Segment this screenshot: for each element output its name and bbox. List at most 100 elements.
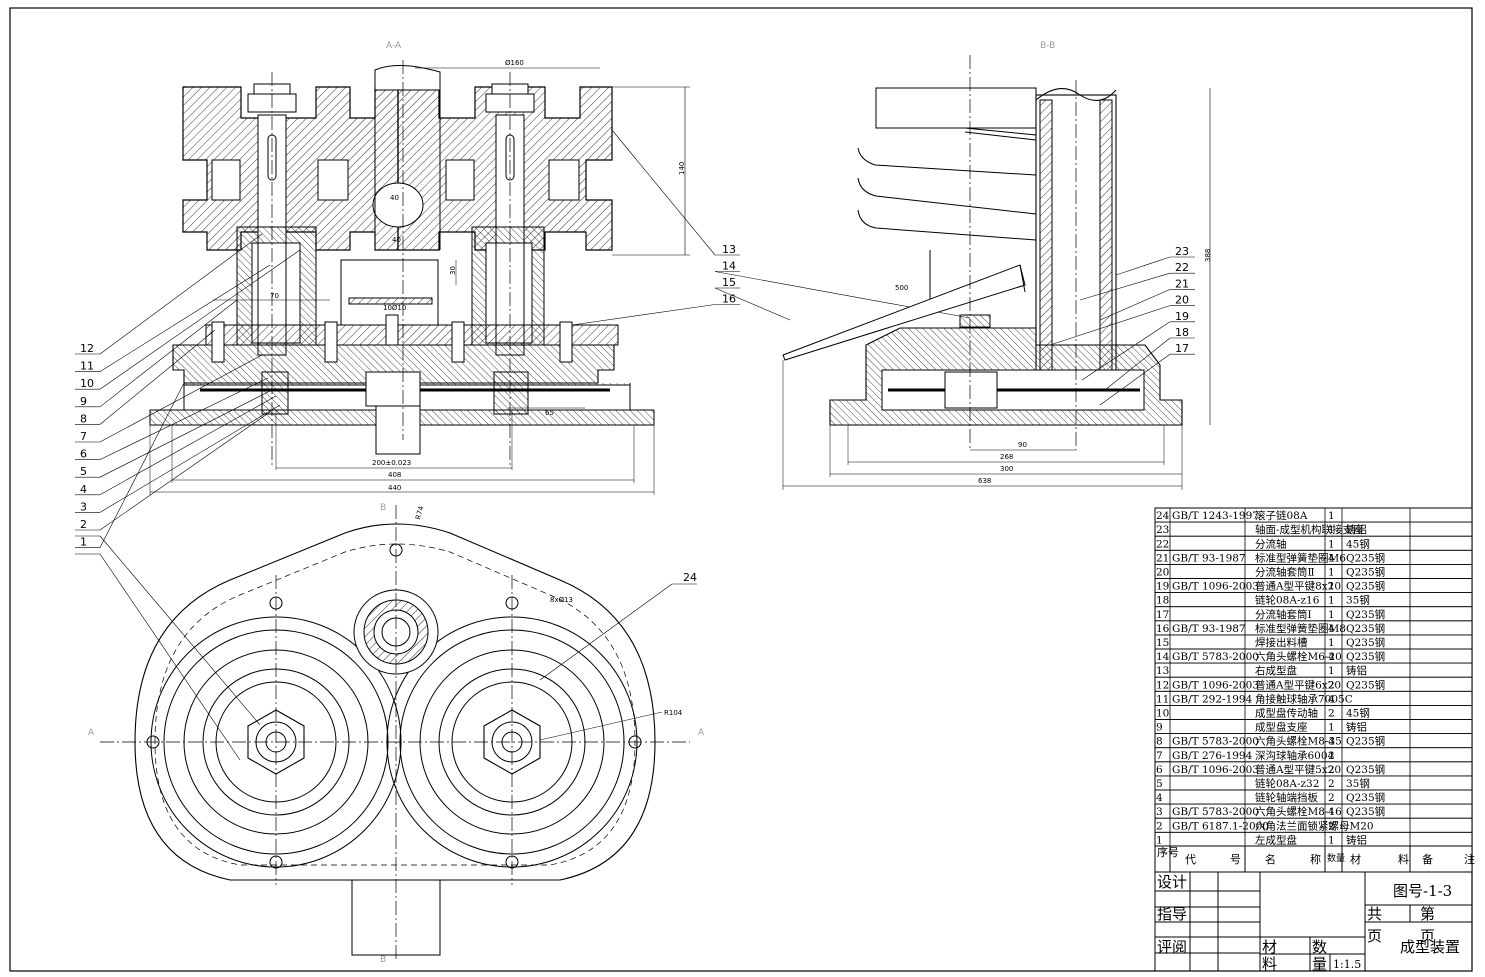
bom-cell-material: Q235钢 bbox=[1346, 566, 1385, 579]
leader-label: 2 bbox=[80, 518, 87, 531]
dim-638: 638 bbox=[978, 477, 991, 485]
bom-cell-no: 7 bbox=[1156, 750, 1163, 762]
bom-cell-name: 深沟球轴承6004 bbox=[1255, 749, 1335, 762]
title-design-label: 设计 bbox=[1157, 873, 1187, 891]
leader-label: 4 bbox=[80, 483, 87, 496]
bom-cell-name: 链轮08A-z16 bbox=[1255, 594, 1320, 607]
bom-cell-qty: 1 bbox=[1328, 567, 1335, 579]
bom-cell-qty: 2 bbox=[1328, 792, 1335, 804]
dim-40-top: 40 bbox=[390, 194, 399, 202]
leader-label: 17 bbox=[1175, 342, 1189, 355]
bom-cell-qty: 1 bbox=[1328, 524, 1335, 536]
bom-cell-name: 标准型弹簧垫圈M6 bbox=[1255, 551, 1346, 564]
section-marker-a-left: A bbox=[88, 728, 95, 738]
dim-268: 268 bbox=[1000, 453, 1013, 461]
leader-label: 15 bbox=[722, 276, 736, 289]
bom-cell-qty: 4 bbox=[1328, 736, 1335, 748]
bom-cell-qty: 1 bbox=[1328, 510, 1335, 522]
bom-cell-qty: 1 bbox=[1328, 637, 1335, 649]
bom-cell-qty: 4 bbox=[1328, 651, 1335, 663]
leader-line bbox=[1079, 272, 1171, 301]
bom-cell-no: 12 bbox=[1156, 679, 1169, 691]
bom-cell-name: 成型盘传动轴 bbox=[1255, 707, 1318, 720]
leader-label: 21 bbox=[1175, 277, 1189, 290]
leader-line bbox=[1099, 289, 1171, 321]
bom-cell-no: 13 bbox=[1156, 665, 1169, 677]
leader-line bbox=[99, 249, 301, 390]
bom-cell-material: 铸铝 bbox=[1346, 721, 1367, 734]
leader-label: 24 bbox=[683, 571, 697, 584]
dim-500: 500 bbox=[895, 284, 908, 292]
dim-phi160: Ø160 bbox=[505, 59, 524, 67]
dim-40-mid: 40 bbox=[392, 236, 401, 244]
leader-line bbox=[99, 535, 261, 726]
bom-cell-name: 普通A型平键5x20 bbox=[1255, 763, 1341, 776]
leader-label: 10 bbox=[80, 377, 94, 390]
bom-cell-qty: 1 bbox=[1328, 595, 1335, 607]
forming-plate-left bbox=[182, 86, 399, 251]
view-label-aa: A-A bbox=[386, 41, 402, 51]
bom-cell-name: 链轮08A-z32 bbox=[1255, 777, 1319, 790]
bom-cell-no: 22 bbox=[1156, 538, 1169, 550]
bom-cell-code: GB/T 1096-2003 bbox=[1172, 679, 1259, 691]
view-section-aa: A-A bbox=[75, 41, 971, 549]
title-page-b: 页 bbox=[1420, 927, 1435, 945]
dim-8x13: 8xØ13 bbox=[550, 596, 573, 604]
bom-cell-name: 普通A型平键8x20 bbox=[1255, 580, 1341, 593]
bom-cell-qty: 1 bbox=[1328, 834, 1335, 846]
leader-label: 13 bbox=[722, 243, 736, 256]
bom-cell-code: GB/T 1096-2003 bbox=[1172, 764, 1259, 776]
leader-line bbox=[1081, 321, 1171, 381]
leader-line bbox=[99, 553, 241, 761]
bom-cell-name: 滚子链08A bbox=[1255, 509, 1308, 522]
leader-line bbox=[99, 354, 263, 443]
bom-cell-no: 18 bbox=[1156, 595, 1169, 607]
bom-cell-qty: 4 bbox=[1328, 693, 1335, 705]
leader-line bbox=[99, 404, 281, 513]
section-marker-a-right: A bbox=[698, 728, 705, 738]
leader-label: 18 bbox=[1175, 326, 1189, 339]
bom-header-code-a: 代 bbox=[1185, 853, 1196, 866]
bom-cell-material: Q235钢 bbox=[1346, 551, 1385, 564]
dim-r104: R104 bbox=[664, 709, 683, 717]
bom-cell-code: GB/T 1096-2003 bbox=[1172, 581, 1259, 593]
section-marker-b-bottom: B bbox=[380, 955, 386, 965]
dim-388: 388 bbox=[1204, 249, 1212, 262]
bom-cell-no: 8 bbox=[1156, 736, 1163, 748]
dim-65: 65 bbox=[545, 409, 554, 417]
bom-cell-no: 23 bbox=[1156, 524, 1169, 536]
bom-cell-qty: 2 bbox=[1328, 708, 1335, 720]
bom-cell-no: 5 bbox=[1156, 778, 1163, 790]
plate-outline-bb bbox=[875, 87, 1037, 129]
center-hopper bbox=[340, 259, 439, 326]
title-qty-a: 数 bbox=[1312, 938, 1327, 956]
bom-cell-code: GB/T 6187.1-2000 bbox=[1172, 820, 1269, 832]
leader-label: 6 bbox=[80, 448, 87, 461]
bom-cell-name: 成型盘支座 bbox=[1255, 721, 1308, 734]
bom-header-code-b: 号 bbox=[1230, 853, 1241, 866]
bom-cell-name: 角接触球轴承7005C bbox=[1255, 692, 1353, 705]
title-material-a: 材 bbox=[1262, 938, 1277, 956]
bom-cell-name: 标准型弹簧垫圈M8 bbox=[1255, 622, 1346, 635]
discharge-chute bbox=[782, 264, 1026, 361]
dim-90: 90 bbox=[1018, 441, 1027, 449]
leader-line bbox=[99, 329, 216, 425]
leader-label: 1 bbox=[80, 536, 87, 549]
dim-440: 440 bbox=[388, 484, 401, 492]
view-section-bb: B-B 388 500 90 268 300 638 bbox=[782, 41, 1212, 490]
leader-line bbox=[99, 382, 185, 548]
bom-cell-material: Q235钢 bbox=[1346, 735, 1385, 748]
leader-line bbox=[99, 233, 263, 355]
dim-r74: R74 bbox=[414, 505, 425, 521]
bom-cell-code: GB/T 5783-2000 bbox=[1172, 736, 1259, 748]
leader-label: 16 bbox=[722, 293, 736, 306]
bom-header: 序号 代 号 名 称 数量 材 料 备 注 bbox=[1154, 845, 1475, 873]
bom-cell-qty: 1 bbox=[1328, 609, 1335, 621]
bom-cell-material: 铸铝 bbox=[1346, 664, 1367, 677]
bom-cell-qty: 4 bbox=[1328, 623, 1335, 635]
dim-300: 300 bbox=[1000, 465, 1013, 473]
bom-header-name-a: 名 bbox=[1265, 852, 1276, 866]
